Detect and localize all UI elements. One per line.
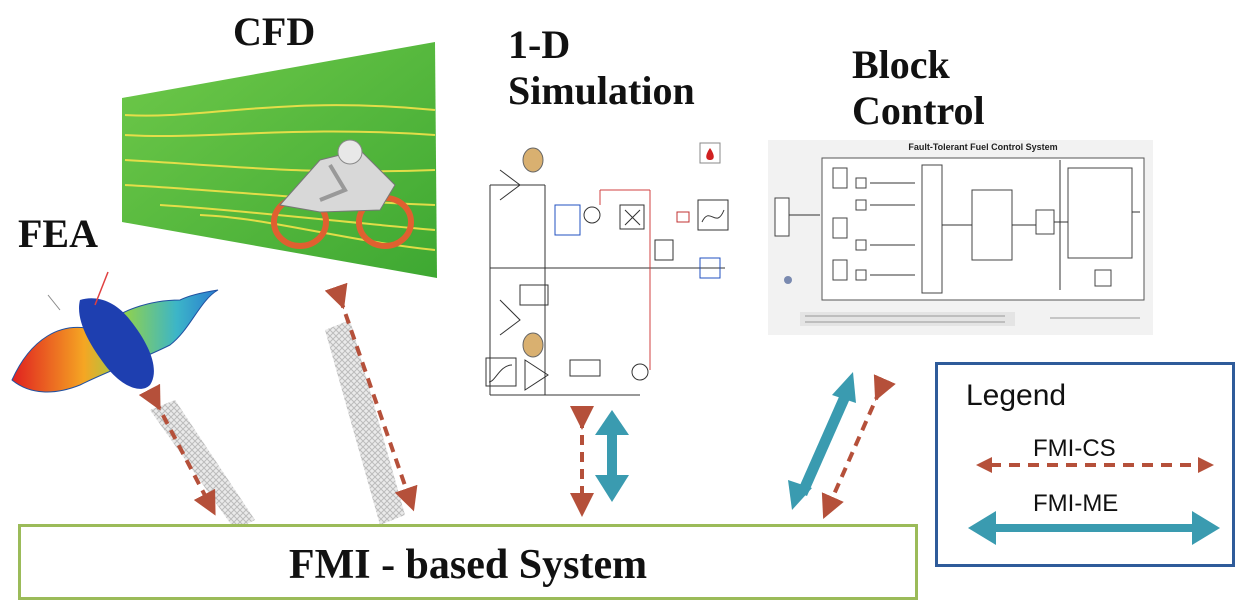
block-control-title-line1: Block bbox=[852, 42, 950, 87]
block-me-arrow bbox=[788, 372, 856, 510]
legend-cs-arrow bbox=[976, 457, 1214, 473]
one-d-title-line1: 1-D bbox=[508, 22, 571, 67]
cfd-cs-arrow bbox=[324, 282, 418, 512]
connector-bands bbox=[150, 320, 405, 530]
one-d-schematic bbox=[485, 142, 735, 400]
legend-title: Legend bbox=[966, 379, 1067, 412]
cfd-image bbox=[122, 42, 437, 278]
legend-label-fmi-me: FMI-ME bbox=[1033, 490, 1119, 517]
one-d-title-line2: Simulation bbox=[508, 68, 695, 113]
fea-image bbox=[11, 271, 219, 393]
legend-arrows bbox=[968, 457, 1220, 545]
block-cs-arrow bbox=[821, 374, 896, 519]
block-diagram-title: Fault-Tolerant Fuel Control System bbox=[908, 142, 1057, 152]
fmi-me-arrows bbox=[595, 372, 856, 510]
one-d-title: 1-D Simulation bbox=[508, 22, 695, 114]
fea-cs-arrow bbox=[138, 383, 216, 516]
block-control-title-line2: Control bbox=[852, 88, 985, 133]
fmi-system-label: FMI - based System bbox=[288, 542, 648, 588]
legend-label-fmi-cs: FMI-CS bbox=[1033, 435, 1116, 462]
legend-box: Legend FMI-CS FMI-ME bbox=[935, 362, 1235, 567]
cfd-title: CFD bbox=[233, 9, 316, 54]
fea-title: FEA bbox=[18, 211, 98, 256]
block-control-title: Block Control bbox=[852, 42, 985, 134]
fmi-cs-arrows bbox=[138, 282, 896, 519]
fmi-system-box: FMI - based System bbox=[18, 524, 918, 600]
one-d-me-arrow bbox=[595, 410, 629, 502]
block-control-diagram: Fault-Tolerant Fuel Control System bbox=[768, 140, 1153, 335]
legend-me-arrow bbox=[968, 511, 1220, 545]
